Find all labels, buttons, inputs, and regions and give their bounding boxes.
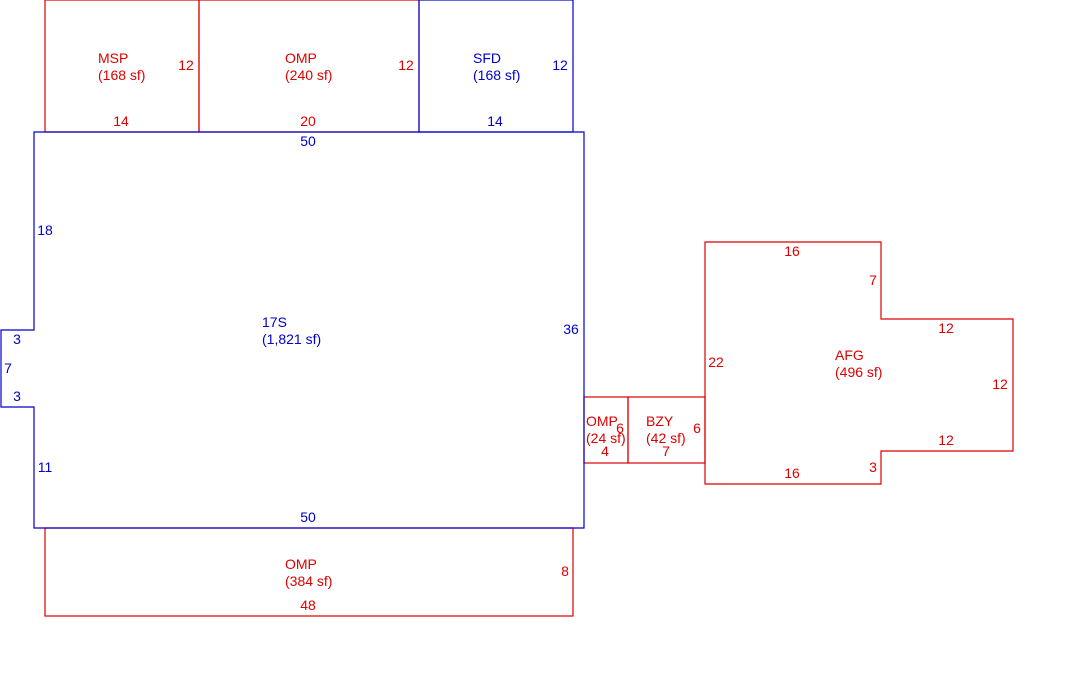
omp-top-name: OMP	[285, 50, 317, 66]
main-notch-bottom-dim: 3	[13, 388, 21, 404]
afg-step-top-dim: 12	[938, 320, 954, 336]
main-building-outline	[0, 131, 585, 529]
afg-lower-right-dim: 3	[869, 459, 877, 475]
omp-bottom-name: OMP	[285, 556, 317, 572]
sfd-area: (168 sf)	[473, 67, 520, 83]
afg-right-dim: 12	[992, 376, 1008, 392]
main-bottom-dim: 50	[300, 509, 316, 525]
msp-area: (168 sf)	[98, 67, 145, 83]
bzy-area: (42 sf)	[646, 430, 686, 446]
main-notch-depth-dim: 7	[4, 360, 12, 376]
omp-bottom-width-dim: 48	[300, 597, 316, 613]
main-name: 17S	[262, 314, 287, 330]
afg-outline	[704, 241, 1014, 485]
omp-top-side-dim: 12	[398, 57, 414, 73]
main-area: (1,821 sf)	[262, 331, 321, 347]
afg-upper-right-dim: 7	[869, 272, 877, 288]
omp-small-width-dim: 4	[601, 443, 609, 459]
main-left-upper-dim: 18	[37, 222, 53, 238]
main-notch-top-dim: 3	[13, 331, 21, 347]
sfd-width-dim: 14	[487, 113, 503, 129]
bzy-side-dim: 6	[693, 420, 701, 436]
main-right-dim: 36	[563, 321, 579, 337]
omp-small-side-dim: 6	[616, 420, 624, 436]
main-top-dim: 50	[300, 133, 316, 149]
msp-name: MSP	[98, 50, 128, 66]
afg-left-dim: 22	[708, 354, 724, 370]
afg-step-bottom-dim: 12	[938, 432, 954, 448]
bzy-name: BZY	[646, 413, 674, 429]
omp-small-area: (24 sf)	[586, 430, 626, 446]
omp-bottom-area: (384 sf)	[285, 573, 332, 589]
omp-top-width-dim: 20	[300, 113, 316, 129]
msp-width-dim: 14	[113, 113, 129, 129]
afg-bottom-dim: 16	[784, 465, 800, 481]
msp-side-dim: 12	[178, 57, 194, 73]
omp-top-area: (240 sf)	[285, 67, 332, 83]
sfd-name: SFD	[473, 50, 501, 66]
bzy-width-dim: 7	[662, 443, 670, 459]
afg-top-dim: 16	[784, 243, 800, 259]
omp-bottom-side-dim: 8	[561, 563, 569, 579]
omp-small-name: OMP	[586, 413, 618, 429]
main-left-lower-dim: 11	[38, 459, 53, 475]
sfd-side-dim: 12	[552, 57, 568, 73]
afg-name: AFG	[835, 347, 864, 363]
afg-area: (496 sf)	[835, 364, 882, 380]
